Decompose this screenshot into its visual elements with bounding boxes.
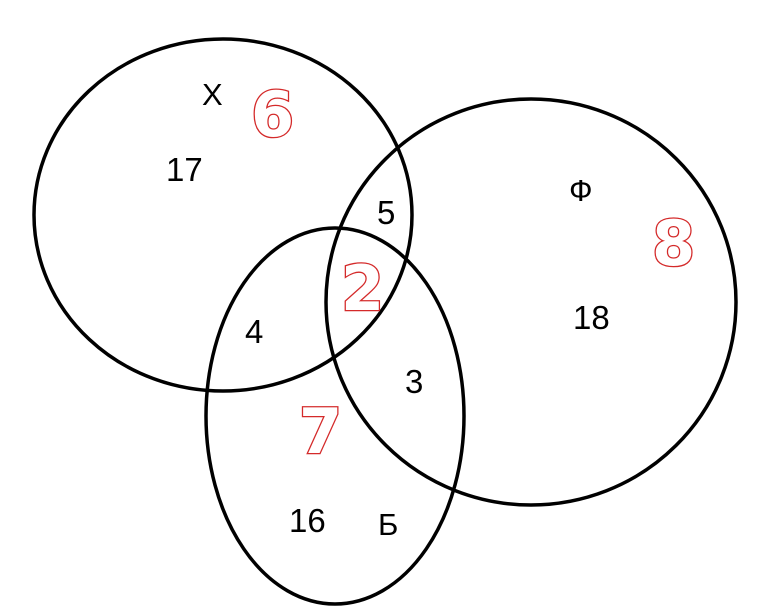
region-b-only-count: 16 [289, 502, 326, 539]
region-x-f-count: 5 [377, 194, 395, 231]
red-mark-f: 8 [652, 207, 695, 280]
red-mark-b: 7 [299, 395, 342, 468]
set-x-label: Х [202, 77, 223, 112]
region-f-b-count: 3 [405, 363, 423, 400]
region-x-b-count: 4 [245, 313, 263, 350]
set-x-circle [32, 37, 414, 393]
region-f-only-count: 18 [573, 299, 610, 336]
set-f-circle [324, 97, 738, 507]
set-b-ellipse [204, 226, 466, 606]
set-f-label: Ф [569, 173, 593, 208]
red-mark-center: 2 [341, 252, 384, 325]
red-mark-x: 6 [251, 78, 294, 151]
region-x-only-count: 17 [166, 151, 203, 188]
set-b-label: Б [378, 507, 398, 542]
